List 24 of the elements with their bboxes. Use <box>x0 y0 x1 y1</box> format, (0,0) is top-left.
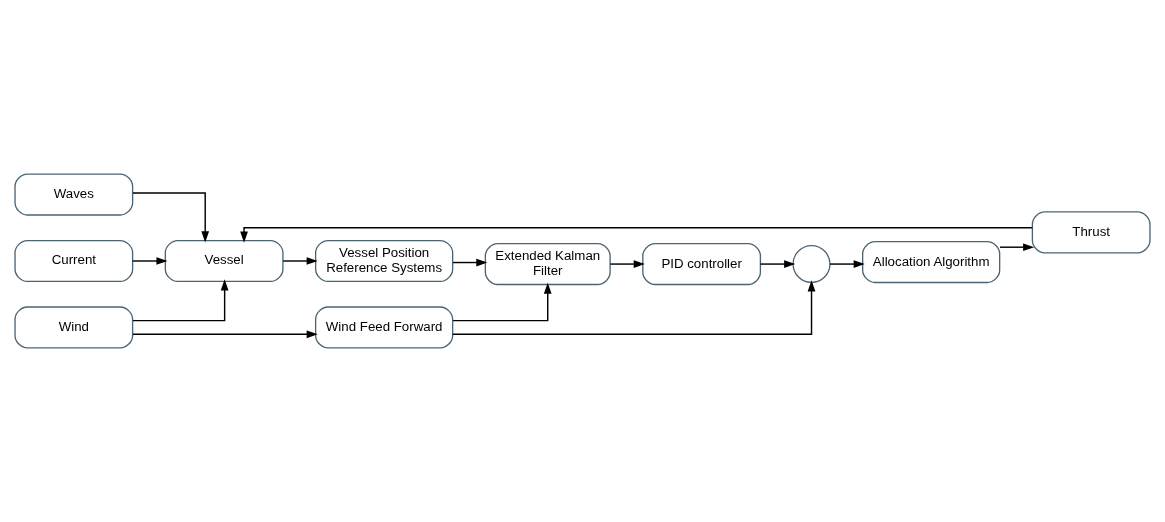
node-box: Extended Kalman Filter <box>484 242 611 286</box>
node-box: Wind Feed Forward <box>314 306 454 349</box>
node-box: PID controller <box>642 242 762 286</box>
arrow <box>132 257 168 265</box>
node-box: Waves <box>14 173 134 216</box>
node-box: Wind <box>14 306 134 349</box>
arrow <box>759 260 796 268</box>
node-box: Allocation Algorithm <box>862 240 1001 284</box>
arrow <box>282 257 318 265</box>
arrow <box>829 260 865 268</box>
arrow <box>132 192 210 243</box>
arrow <box>240 227 1033 243</box>
node-box: Thrust <box>1031 211 1151 254</box>
arrow <box>452 258 488 267</box>
node-box: Vessel <box>164 239 284 283</box>
arrow <box>452 282 552 322</box>
arrow <box>132 330 318 339</box>
arrow <box>999 243 1035 252</box>
arrow <box>452 280 816 335</box>
node-box: Vessel Position Reference Systems <box>314 239 454 283</box>
arrow <box>132 279 229 322</box>
node-circle <box>792 245 831 284</box>
arrow <box>609 260 645 268</box>
node-box: Current <box>14 239 134 283</box>
